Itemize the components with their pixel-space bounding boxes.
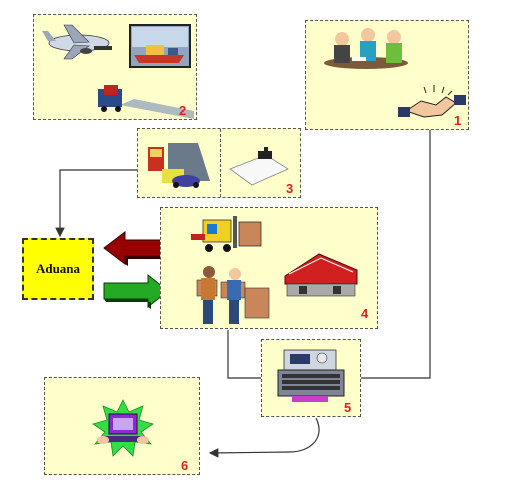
panel-step-4: 4 [160,207,378,329]
step-number-2: 2 [179,103,187,118]
meeting-people-icon [324,28,408,69]
connector-4-to-5 [227,330,276,383]
aduana-label: Aduana [35,261,81,276]
forklift-icon [191,216,262,252]
panel-step-2: 2 [33,14,197,120]
step-number-4: 4 [361,306,369,321]
step-number-5: 5 [344,400,352,415]
connector-3-to-aduana [55,169,137,238]
step-number-6: 6 [181,458,189,473]
workers-boxes-icon [196,266,270,324]
aduana-box: Aduana [22,238,94,300]
panel-step-6: 6 [44,377,200,475]
panel-step-5: 5 [261,339,361,417]
connector-1-to-5 [344,130,431,383]
handshake-icon [398,85,466,118]
warehouse-icon [284,253,358,297]
step-number-1: 1 [454,113,462,128]
connector-5-to-6 [208,417,320,458]
panel-step-3: 3 [137,128,301,198]
panel-step-3-divider [220,129,221,197]
airplane-icon [42,24,112,60]
cargo-ship-icon [129,24,191,68]
step-number-3: 3 [286,181,294,196]
truck-icon [98,85,194,119]
delivery-truck-icon [148,143,210,188]
panel-step-1: 1 [305,20,469,130]
fax-machine-icon [277,349,345,402]
document-icon [229,147,289,186]
computer-keyboard-icon [92,399,154,457]
arrow-right-from-aduana [103,273,169,309]
